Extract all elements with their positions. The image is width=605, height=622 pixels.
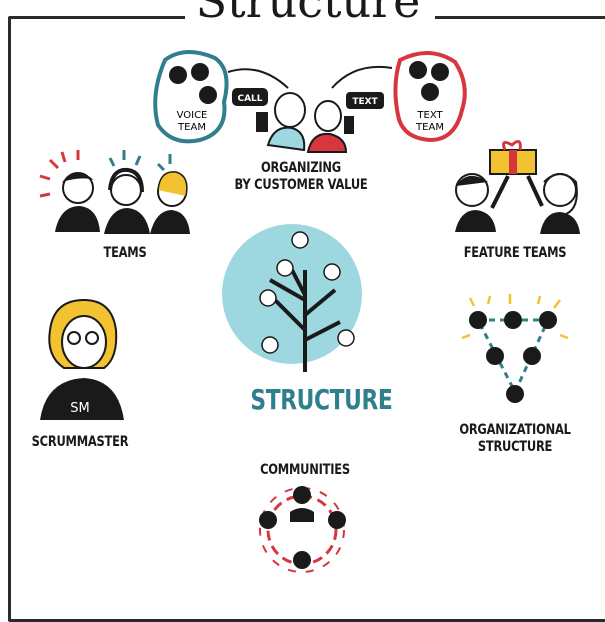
diagram-canvas: VOICE TEAM CALL TEXT TEXT TEAM	[39, 50, 580, 573]
voice-label-1: VOICE	[177, 110, 208, 121]
title-gap	[185, 0, 435, 30]
communities-label: COMMUNITIES	[260, 462, 350, 478]
center-structure-label: STRUCTURE	[250, 383, 393, 416]
feature-teams-label: FEATURE TEAMS	[463, 245, 567, 261]
scrummaster-label: SCRUMMASTER	[31, 434, 129, 450]
community-circle-icon	[259, 486, 346, 573]
feature-teams-icon	[455, 140, 580, 234]
organizational-structure-label: ORGANIZATIONAL STRUCTURE	[459, 422, 571, 455]
arrow-left	[227, 68, 289, 89]
page-title: Structure	[195, 0, 421, 28]
call-label: CALL	[237, 94, 262, 104]
voice-team-icon: VOICE TEAM	[153, 50, 229, 144]
organizing-label: ORGANIZING BY CUSTOMER VALUE	[234, 160, 368, 193]
scrummaster-icon: SM	[40, 298, 124, 420]
teams-label: TEAMS	[103, 245, 147, 261]
text-label: TEXT	[352, 97, 378, 107]
text-team-label-1: TEXT	[416, 110, 443, 121]
text-team-icon: TEXT TEAM	[393, 51, 467, 143]
sm-badge-text: SM	[70, 401, 89, 416]
text-team-label-2: TEAM	[415, 122, 444, 133]
triangle-network-icon	[461, 294, 569, 403]
texting-person-icon	[306, 100, 354, 153]
voice-label-2: TEAM	[177, 122, 206, 133]
teams-icon	[39, 150, 190, 234]
text-bubble	[346, 92, 384, 109]
phone-person-icon	[256, 92, 306, 152]
arrow-right	[331, 65, 393, 89]
tree-icon	[222, 224, 362, 372]
call-bubble	[232, 88, 268, 106]
